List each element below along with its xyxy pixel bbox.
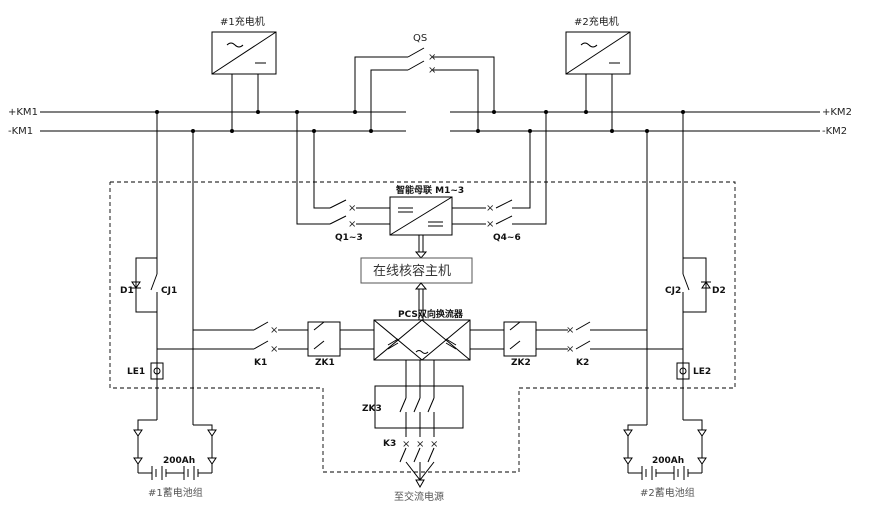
online-host-box — [360, 257, 473, 284]
le1-label: LE1 — [127, 367, 145, 377]
q-left-switch: × × — [296, 112, 390, 230]
smart-tie-unit — [389, 196, 453, 236]
cj2-label: CJ2 — [665, 286, 681, 296]
battery-group-1 — [133, 416, 217, 480]
svg-text:×: × — [270, 325, 278, 336]
zk2-label: ZK2 — [511, 358, 531, 368]
svg-text:×: × — [428, 65, 436, 76]
svg-text:×: × — [486, 203, 494, 214]
cabinet-boundary — [109, 181, 736, 473]
d1-label: D1 — [120, 286, 134, 296]
left-branch-wiring: × × — [131, 112, 374, 425]
qs-label: QS — [413, 33, 427, 44]
k1-label: K1 — [254, 358, 267, 368]
q-right-label: Q4~6 — [493, 233, 521, 243]
capacity-right-label: 200Ah — [652, 456, 684, 466]
svg-text:×: × — [348, 219, 356, 230]
charger-2-label: #2充电机 — [574, 15, 619, 28]
svg-text:×: × — [566, 344, 574, 355]
pcs-converter — [373, 319, 471, 361]
online-host-label: 在线核容主机 — [373, 263, 451, 279]
svg-text:×: × — [416, 439, 424, 450]
svg-text:×: × — [402, 439, 410, 450]
pcs-to-host-arrow — [414, 282, 428, 320]
le2-label: LE2 — [693, 367, 711, 377]
d2-label: D2 — [712, 286, 726, 296]
bus-pos-right-label: +KM2 — [822, 107, 852, 118]
charger-1-label: #1充电机 — [220, 15, 265, 28]
q-right-switch: × × — [452, 112, 547, 230]
q-left-label: Q1~3 — [335, 233, 363, 243]
svg-text:×: × — [486, 219, 494, 230]
charger-2 — [565, 31, 631, 131]
svg-text:×: × — [428, 52, 436, 63]
svg-text:×: × — [566, 325, 574, 336]
right-branch-wiring: × × — [470, 112, 711, 425]
battery-2-label: #2蓄电池组 — [640, 486, 695, 499]
ac-branch: × × × — [374, 360, 464, 489]
capacity-left-label: 200Ah — [163, 456, 195, 466]
svg-text:×: × — [348, 203, 356, 214]
bus-pos-left-label: +KM1 — [8, 107, 38, 118]
svg-text:×: × — [430, 439, 438, 450]
qs-switch: × × — [354, 47, 495, 131]
dc-buses — [40, 111, 820, 132]
zk3-label: ZK3 — [362, 404, 382, 414]
svg-text:×: × — [270, 344, 278, 355]
bus-junctions — [155, 110, 685, 133]
pcs-label: PCS双向换流器 — [398, 308, 464, 320]
battery-group-2 — [623, 416, 707, 480]
tie-to-host-arrow — [414, 235, 428, 259]
smart-tie-label: 智能母联 M1~3 — [396, 184, 464, 196]
k2-label: K2 — [576, 358, 589, 368]
cj1-label: CJ1 — [161, 286, 177, 296]
battery-1-label: #1蓄电池组 — [148, 486, 203, 499]
zk1-label: ZK1 — [315, 358, 335, 368]
bus-neg-right-label: -KM2 — [822, 126, 847, 137]
k3-label: K3 — [383, 439, 396, 449]
charger-1 — [211, 31, 277, 131]
bus-neg-left-label: -KM1 — [8, 126, 33, 137]
ac-source-label: 至交流电源 — [394, 490, 444, 503]
